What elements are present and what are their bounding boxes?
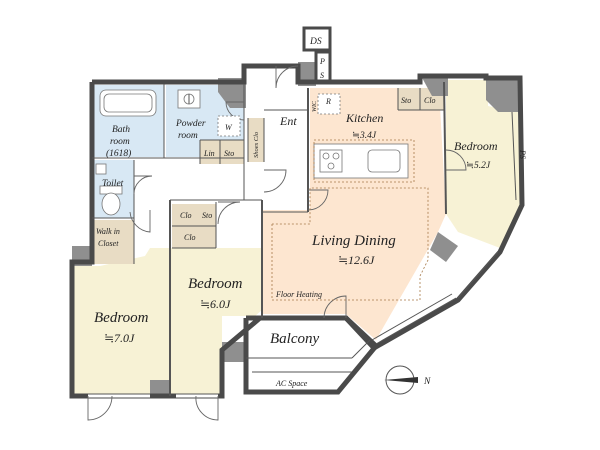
door-powder <box>225 101 245 121</box>
label-shoes: Shoes Clo <box>253 131 260 158</box>
wall-kitchen-bedroom <box>443 81 447 215</box>
door-bedroom-mid <box>217 201 241 225</box>
label-floor-heating: Floor Heating <box>275 290 322 299</box>
kitchen-sink-icon <box>367 149 401 173</box>
label-powder-2: room <box>178 131 198 141</box>
door-bedroom-mid-window <box>195 395 219 421</box>
label-bedroom-right: Bedroom <box>454 139 498 153</box>
doors <box>87 65 467 421</box>
floor-heating-living <box>271 187 429 301</box>
room-labels: DS P S Bath room (1618) Powder room W Li… <box>94 37 527 388</box>
column-right-mid <box>430 232 458 262</box>
label-bedroom-right-area: ≒5.2J <box>466 161 491 171</box>
label-washer: W <box>225 123 233 132</box>
label-kitchen: Kitchen <box>345 111 383 125</box>
column-top-left <box>218 78 246 108</box>
walls <box>69 26 525 399</box>
ds-shaft <box>302 26 332 52</box>
label-bedroom-left-area: ≒7.0J <box>104 331 135 345</box>
label-sto-powder: Sto <box>224 149 234 158</box>
column-top-right <box>420 74 448 96</box>
label-ds: DS <box>309 37 322 47</box>
label-sto-kitchen: Sto <box>401 96 411 105</box>
label-clo-mid-1: Clo <box>180 211 192 220</box>
lin-sto-area <box>200 140 244 164</box>
balcony-area <box>222 316 376 384</box>
toilet-sink <box>95 163 107 175</box>
label-ps-right: PS <box>518 149 527 159</box>
label-sto-mid: Sto <box>202 211 212 220</box>
door-balcony <box>323 295 347 319</box>
door-bedroom-left-window <box>87 395 113 421</box>
label-bath-2: room <box>110 137 130 147</box>
label-ps-top-2: S <box>320 71 324 80</box>
room-fills <box>72 80 522 395</box>
window-bedroom-right <box>457 251 499 299</box>
label-kitchen-area: ≒3.4J <box>352 131 377 141</box>
label-powder-1: Powder <box>175 119 206 129</box>
floor-heating-zones <box>271 139 429 301</box>
label-bedroom-mid-area: ≒6.0J <box>200 297 231 311</box>
window-living-2 <box>371 293 453 341</box>
label-lin: Lin <box>203 149 215 158</box>
door-hall <box>263 169 287 193</box>
label-bath-3: (1618) <box>106 148 131 159</box>
label-north: N <box>423 377 431 387</box>
column-bottom-left <box>150 380 170 396</box>
shoes-closet-area <box>248 118 264 162</box>
windows <box>88 251 499 398</box>
label-wic-kitchen: WIC <box>312 100 318 112</box>
door-living <box>307 189 329 211</box>
label-ps-top-1: P <box>319 57 325 66</box>
walk-in-closet-area <box>92 220 134 264</box>
door-entrance <box>275 65 299 89</box>
label-ac-space: AC Space <box>275 379 308 388</box>
wall-ps-right <box>511 111 517 201</box>
label-bath-1: Bath <box>112 125 130 135</box>
fridge-box <box>317 93 341 115</box>
bedroom-left-area <box>72 248 170 395</box>
bathtub-inner <box>103 93 153 113</box>
label-balcony: Balcony <box>270 331 319 347</box>
label-bedroom-left: Bedroom <box>94 310 149 326</box>
floor-heating-kitchen <box>313 139 415 183</box>
window-living-1 <box>375 297 457 345</box>
washer-box <box>217 115 241 137</box>
column-right-top <box>486 78 520 112</box>
label-toilet: Toilet <box>102 179 124 189</box>
label-r: R <box>325 97 331 106</box>
bedroom-middle-area <box>170 248 262 395</box>
compass-needle-icon <box>384 377 418 383</box>
label-ent: Ent <box>279 114 297 128</box>
label-wic-1: Walk in <box>96 227 120 236</box>
door-bedroom-right <box>445 149 467 171</box>
door-toilet <box>133 175 153 195</box>
balcony-wall <box>243 315 380 395</box>
bedroom-right-area <box>446 80 522 248</box>
door-bedroom-left <box>129 210 151 233</box>
label-clo-kitchen: Clo <box>424 96 436 105</box>
balcony-details <box>246 339 371 373</box>
fixtures <box>95 89 418 395</box>
ps-shaft-top <box>314 50 332 84</box>
toilet-bowl-icon <box>101 192 121 216</box>
balcony-ac-divider-diag <box>351 339 371 359</box>
label-bedroom-mid: Bedroom <box>188 276 243 292</box>
label-living: Living Dining <box>311 233 396 249</box>
label-living-area: ≒12.6J <box>338 253 375 267</box>
label-wic-2: Closet <box>98 239 119 248</box>
label-clo-mid-2: Clo <box>184 233 196 242</box>
